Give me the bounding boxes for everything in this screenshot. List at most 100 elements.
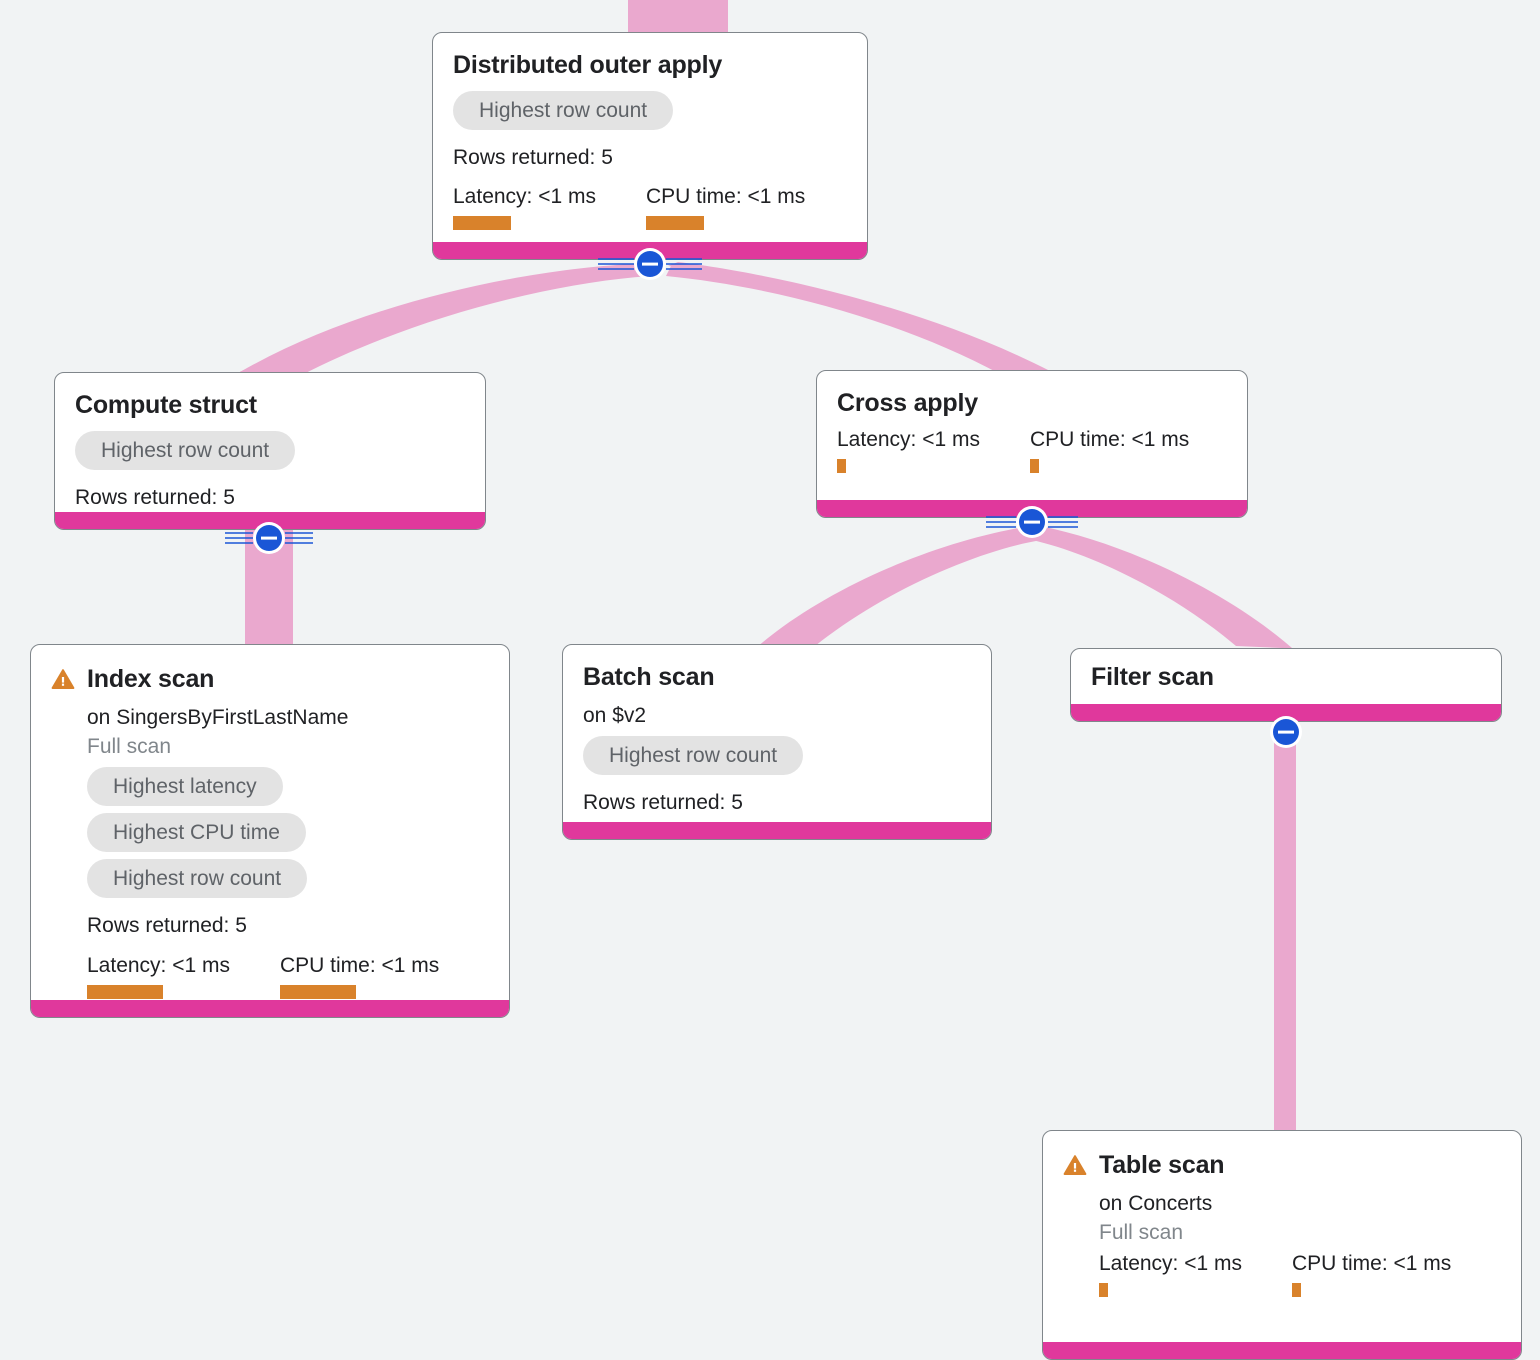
metric-latency: Latency: <1 ms: [1099, 1251, 1292, 1298]
collapse-button-compute-struct[interactable]: [225, 522, 313, 554]
metric-cpu-time-bar: [646, 216, 704, 231]
node-body: Index scan on SingersByFirstLastName Ful…: [31, 645, 509, 1013]
metric-cpu-time-label: CPU time: <1 ms: [646, 184, 806, 208]
node-header: Filter scan: [1091, 663, 1481, 693]
metric-cpu-time: CPU time: <1 ms: [1030, 427, 1223, 473]
node-header: Batch scan: [583, 663, 971, 693]
warning-icon: [51, 669, 75, 689]
node-metrics: Latency: <1 ms CPU time: <1 ms: [453, 184, 847, 231]
metric-latency: Latency: <1 ms: [87, 953, 280, 999]
node-scan-type: Full scan: [1099, 1220, 1184, 1244]
metric-cpu-time-bar: [1292, 1283, 1301, 1298]
chip-highest-row-count[interactable]: Highest row count: [75, 430, 296, 470]
metric-cpu-time-label: CPU time: <1 ms: [1292, 1251, 1452, 1275]
node-accent-bar: [563, 822, 991, 839]
node-body: Filter scan: [1071, 649, 1501, 703]
metric-latency-bar: [1099, 1283, 1108, 1298]
chip-highest-row-count[interactable]: Highest row count: [453, 90, 674, 130]
node-header: Cross apply: [837, 389, 1227, 419]
node-header: Table scan: [1063, 1151, 1501, 1181]
edge-right-ribbon-thick: [666, 264, 1048, 376]
metric-latency-bar: [453, 216, 511, 231]
collapse-rails: [598, 258, 702, 270]
node-title: Batch scan: [583, 663, 715, 691]
minus-icon: [261, 536, 277, 540]
edge-left-ribbon-thick: [248, 264, 650, 378]
chip-highest-row-count[interactable]: Highest row count: [583, 735, 804, 775]
node-metrics: Latency: <1 ms CPU time: <1 ms: [837, 427, 1227, 473]
edge-filter-scan-to-table-scan: [1274, 722, 1296, 1132]
node-chips: Highest row count: [75, 430, 465, 477]
node-table-scan[interactable]: Table scan on Concerts Full scan Latency…: [1042, 1130, 1522, 1360]
node-title: Table scan: [1099, 1151, 1225, 1179]
metric-cpu-time: CPU time: <1 ms: [646, 184, 839, 231]
node-body: Compute struct Highest row count Rows re…: [55, 373, 485, 524]
metric-cpu-time-label: CPU time: <1 ms: [280, 953, 440, 977]
node-accent-bar: [55, 512, 485, 529]
metric-cpu-time-bar: [1030, 458, 1039, 473]
metric-latency-label: Latency: <1 ms: [1099, 1251, 1242, 1275]
collapse-button-cross-apply[interactable]: [986, 506, 1078, 538]
rows-returned: Rows returned: 5: [75, 485, 235, 509]
node-accent-bar: [31, 1000, 509, 1017]
node-title: Distributed outer apply: [453, 51, 723, 79]
node-body: Table scan on Concerts Full scan Latency…: [1043, 1131, 1521, 1311]
rows-returned: Rows returned: 5: [87, 914, 247, 938]
warning-icon: [1063, 1155, 1087, 1175]
minus-icon: [642, 262, 658, 266]
collapse-rails: [225, 532, 313, 544]
node-accent-bar: [1071, 704, 1501, 721]
node-body: Distributed outer apply Highest row coun…: [433, 33, 867, 244]
chip-highest-latency[interactable]: Highest latency: [87, 766, 283, 807]
metric-latency-bar: [837, 458, 846, 473]
node-distributed-outer-apply[interactable]: Distributed outer apply Highest row coun…: [432, 32, 868, 260]
node-title: Cross apply: [837, 389, 978, 417]
node-accent-bar: [1043, 1342, 1521, 1359]
node-header: Index scan: [51, 665, 489, 695]
metric-latency-label: Latency: <1 ms: [453, 184, 596, 208]
node-title: Compute struct: [75, 391, 257, 419]
edge-cross-apply-filter-thick: [1032, 526, 1292, 648]
metric-latency-bar: [87, 984, 163, 999]
rows-returned: Rows returned: 5: [583, 790, 743, 814]
edge-inlet-to-distributed-outer-apply: [628, 0, 728, 36]
node-scan-type: Full scan: [87, 734, 172, 758]
metric-latency: Latency: <1 ms: [453, 184, 646, 231]
chip-highest-cpu-time[interactable]: Highest CPU time: [87, 813, 306, 853]
metric-cpu-time-label: CPU time: <1 ms: [1030, 427, 1190, 451]
node-index-scan[interactable]: Index scan on SingersByFirstLastName Ful…: [30, 644, 510, 1018]
rows-returned: Rows returned: 5: [453, 145, 613, 169]
minus-icon: [1024, 520, 1040, 524]
metric-cpu-time: CPU time: <1 ms: [280, 953, 473, 999]
node-metrics: Latency: <1 ms CPU time: <1 ms: [87, 953, 489, 999]
node-title: Index scan: [87, 665, 215, 693]
node-body: Batch scan on $v2 Highest row count Rows…: [563, 645, 991, 829]
node-cross-apply[interactable]: Cross apply Latency: <1 ms CPU time: <1 …: [816, 370, 1248, 518]
node-header: Compute struct: [75, 391, 465, 421]
collapse-button-filter-scan[interactable]: [1270, 716, 1302, 748]
node-filter-scan[interactable]: Filter scan: [1070, 648, 1502, 722]
node-title: Filter scan: [1091, 663, 1214, 691]
metric-latency-label: Latency: <1 ms: [87, 953, 230, 977]
node-body: Cross apply Latency: <1 ms CPU time: <1 …: [817, 371, 1247, 487]
node-header: Distributed outer apply: [453, 51, 847, 81]
collapse-rails: [986, 516, 1078, 528]
edge-cross-apply-batch-thick: [756, 526, 1042, 648]
minus-icon: [1278, 730, 1294, 734]
chip-highest-row-count[interactable]: Highest row count: [87, 859, 308, 899]
node-subtitle: on SingersByFirstLastName: [87, 705, 349, 729]
collapse-button-distributed-outer-apply[interactable]: [598, 248, 702, 280]
metric-cpu-time-bar: [280, 984, 356, 999]
node-metrics: Latency: <1 ms CPU time: <1 ms: [1099, 1251, 1501, 1298]
node-compute-struct[interactable]: Compute struct Highest row count Rows re…: [54, 372, 486, 530]
node-chips: Highest row count: [453, 90, 847, 137]
node-subtitle: on Concerts: [1099, 1191, 1213, 1215]
metric-latency-label: Latency: <1 ms: [837, 427, 980, 451]
node-chips: Highest row count: [583, 735, 971, 782]
node-chips: Highest latency Highest CPU time Highest…: [87, 766, 489, 906]
metric-cpu-time: CPU time: <1 ms: [1292, 1251, 1485, 1298]
node-subtitle: on $v2: [583, 703, 647, 727]
node-batch-scan[interactable]: Batch scan on $v2 Highest row count Rows…: [562, 644, 992, 840]
